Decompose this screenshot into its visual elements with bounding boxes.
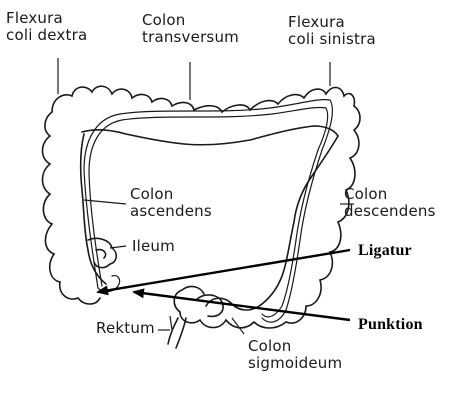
label-colon-ascendens-line1: Colon (130, 186, 212, 203)
punktion-arrow (134, 292, 350, 320)
label-flexura-coli-sinistra-line1: Flexura (288, 14, 376, 31)
label-rektum-text: Rektum (96, 319, 155, 337)
label-ligatur-text: Ligatur (358, 242, 412, 259)
label-colon-descendens-line1: Colon (344, 186, 436, 203)
label-colon-descendens: Colon descendens (344, 186, 436, 220)
ligatur-arrow (98, 250, 350, 292)
label-colon-descendens-line2: descendens (344, 203, 436, 220)
label-colon-ascendens-line2: ascendens (130, 203, 212, 220)
label-colon-transversum-line1: Colon (142, 12, 239, 29)
label-colon-sigmoideum-line2: sigmoideum (248, 355, 342, 372)
label-colon-transversum-line2: transversum (142, 29, 239, 46)
pointer-arrows (98, 250, 350, 320)
label-flexura-coli-dextra: Flexura coli dextra (6, 10, 87, 44)
label-colon-sigmoideum-line1: Colon (248, 338, 342, 355)
label-flexura-coli-sinistra-line2: coli sinistra (288, 31, 376, 48)
label-punktion-text: Punktion (358, 316, 423, 333)
label-ileum-text: Ileum (132, 237, 175, 255)
label-colon-sigmoideum: Colon sigmoideum (248, 338, 342, 372)
label-ileum: Ileum (132, 238, 175, 255)
label-flexura-coli-dextra-line1: Flexura (6, 10, 87, 27)
label-rektum: Rektum (96, 320, 155, 337)
label-ligatur: Ligatur (358, 242, 412, 259)
label-colon-transversum: Colon transversum (142, 12, 239, 46)
label-punktion: Punktion (358, 316, 423, 333)
label-flexura-coli-sinistra: Flexura coli sinistra (288, 14, 376, 48)
label-flexura-coli-dextra-line2: coli dextra (6, 27, 87, 44)
label-colon-ascendens: Colon ascendens (130, 186, 212, 220)
